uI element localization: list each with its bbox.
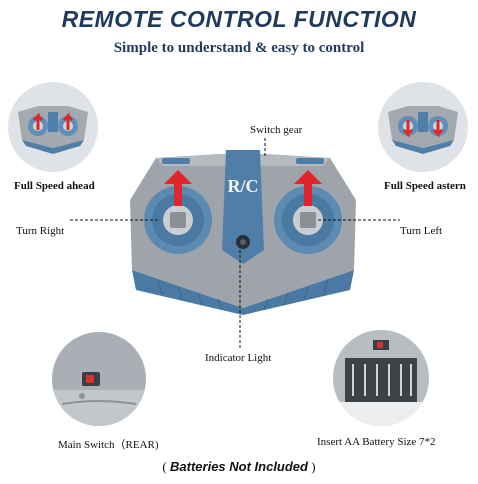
battery-image (333, 330, 429, 426)
full-speed-ahead-label: Full Speed ahead (14, 180, 95, 192)
page-title: REMOTE CONTROL FUNCTION (61, 6, 417, 32)
remote-logo: R/C (228, 176, 259, 196)
main-switch-image (52, 332, 146, 426)
batteries-note: ( Batteries Not Included ) (0, 459, 478, 475)
switch-gear-label: Switch gear (250, 124, 303, 136)
page-subtitle: Simple to understand & easy to control (113, 40, 365, 56)
full-speed-ahead-image (8, 82, 98, 172)
batteries-note-open: ( (162, 459, 167, 474)
full-speed-astern-label: Full Speed astern (384, 180, 466, 192)
turn-right-label: Turn Right (16, 225, 65, 237)
remote-controller: R/C (130, 150, 356, 315)
indicator-light-label: Indicator Light (205, 352, 272, 364)
main-switch-label: Main Switch（REAR) (58, 439, 159, 451)
battery-label: Insert AA Battery Size 7*2 (317, 436, 436, 448)
batteries-note-text: Batteries Not Included (170, 459, 308, 474)
turn-left-label: Turn Left (400, 225, 443, 237)
batteries-note-close: ) (311, 459, 316, 474)
full-speed-astern-image (378, 82, 468, 172)
